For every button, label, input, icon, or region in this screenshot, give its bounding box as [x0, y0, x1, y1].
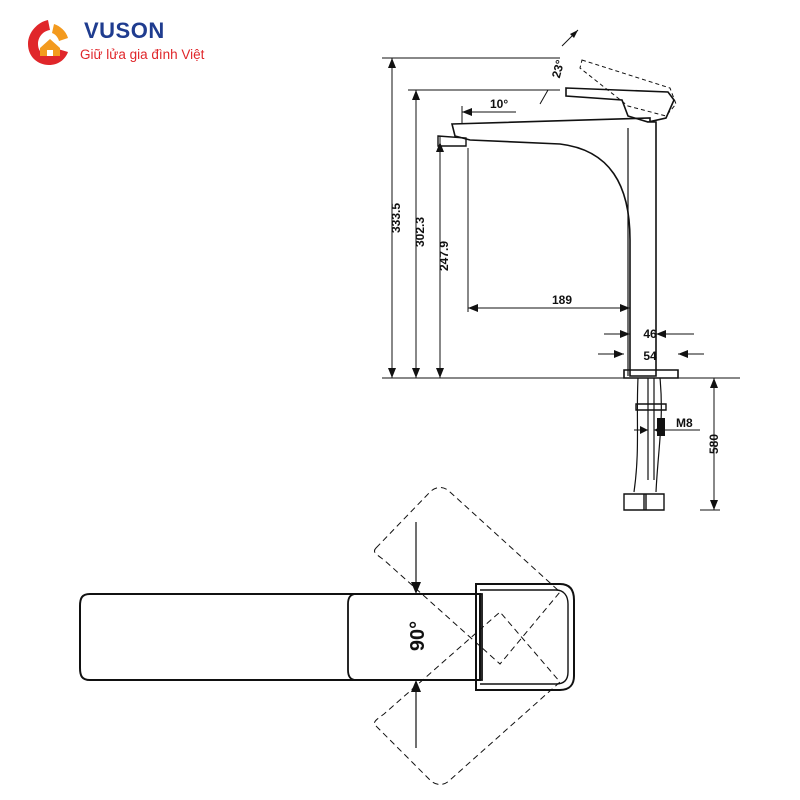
height-dimensions	[382, 57, 560, 378]
dimension-body-width: 46	[643, 327, 657, 341]
faucet-body-outline	[450, 117, 657, 377]
side-view: 333.5 302.3 247.9 23° 10° 189	[382, 29, 740, 511]
handle-base-inner	[480, 589, 569, 685]
dimension-spout-height: 247.9	[437, 241, 451, 271]
dimension-thread: M8	[676, 416, 693, 430]
top-view: 90°	[79, 487, 575, 785]
handle-tilted-outline	[579, 59, 677, 117]
stud-nut	[635, 403, 667, 411]
hose-left	[633, 377, 639, 493]
flame-house-icon	[28, 20, 68, 65]
hose-length-dimension	[700, 377, 720, 511]
angle-callouts	[461, 29, 579, 124]
reach-dimension	[467, 148, 630, 312]
brand-name: VUSON	[84, 18, 165, 43]
mounting-stud	[647, 378, 655, 480]
dimension-hose-length: 580	[707, 434, 721, 454]
spout-top-outline	[79, 593, 481, 681]
brand-tagline: Giữ lửa gia đình Việt	[80, 47, 205, 62]
dimension-spout-angle: 10°	[490, 97, 508, 111]
spout-tip	[437, 135, 467, 147]
dimension-total-height: 333.5	[389, 203, 403, 233]
dimension-base-width: 54	[643, 349, 657, 363]
dimension-rotation-angle: 90°	[407, 621, 429, 651]
dimension-handle-height: 302.3	[413, 217, 427, 247]
lever-rotated-down	[373, 611, 561, 785]
hose-fittings	[623, 493, 665, 511]
thread-dimension	[634, 418, 700, 436]
lever-rotated-up	[373, 487, 561, 665]
lever-top-outline	[347, 593, 483, 681]
handle-base-outline	[475, 583, 575, 691]
handle-outline	[565, 87, 675, 123]
width-dimensions	[598, 330, 704, 358]
brand-logo: VUSON Giữ lửa gia đình Việt	[18, 14, 228, 70]
dimension-handle-angle: 23°	[549, 58, 567, 79]
dimension-spout-reach: 189	[552, 293, 572, 307]
